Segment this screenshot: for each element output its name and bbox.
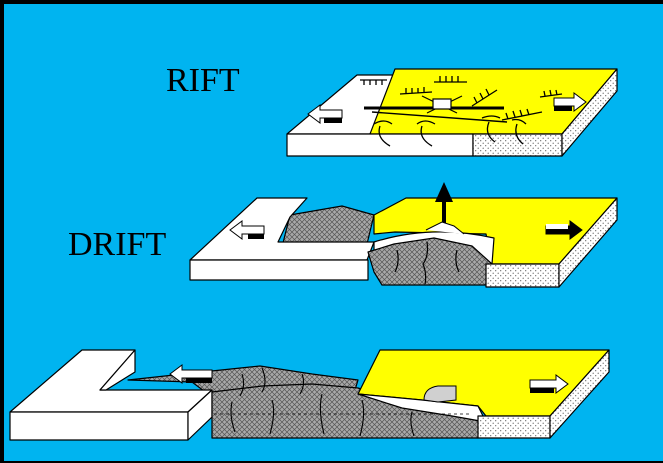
arrow-left-icon <box>307 104 343 124</box>
basin-white-lip <box>99 349 136 391</box>
basin-dike-lines <box>214 367 472 437</box>
rift-fault-lines <box>360 76 563 147</box>
drift-right-side <box>558 197 618 288</box>
basin-dotted-side <box>477 415 551 439</box>
basin-right-side <box>549 349 610 439</box>
arrow-left-icon <box>169 364 213 384</box>
basin-roll-icon <box>423 385 457 403</box>
rift-graben <box>364 95 508 123</box>
arrow-up-icon <box>425 182 465 235</box>
drift-white-side <box>189 259 369 281</box>
basin-white-side <box>9 411 189 441</box>
drift-dike-lines <box>394 241 460 285</box>
arrow-right-icon <box>553 92 587 112</box>
arrow-right-icon <box>529 374 569 394</box>
stage-label-rift: RIFT <box>166 62 240 99</box>
rift-right-side <box>561 68 618 157</box>
drift-block <box>189 197 618 288</box>
stage-label-drift: DRIFT <box>68 226 167 263</box>
arrow-right-icon <box>545 220 583 240</box>
drift-dotted-side <box>485 263 560 288</box>
basin-block <box>9 349 610 441</box>
rift-gap-icon <box>432 98 452 110</box>
arrow-left-icon <box>229 220 265 240</box>
